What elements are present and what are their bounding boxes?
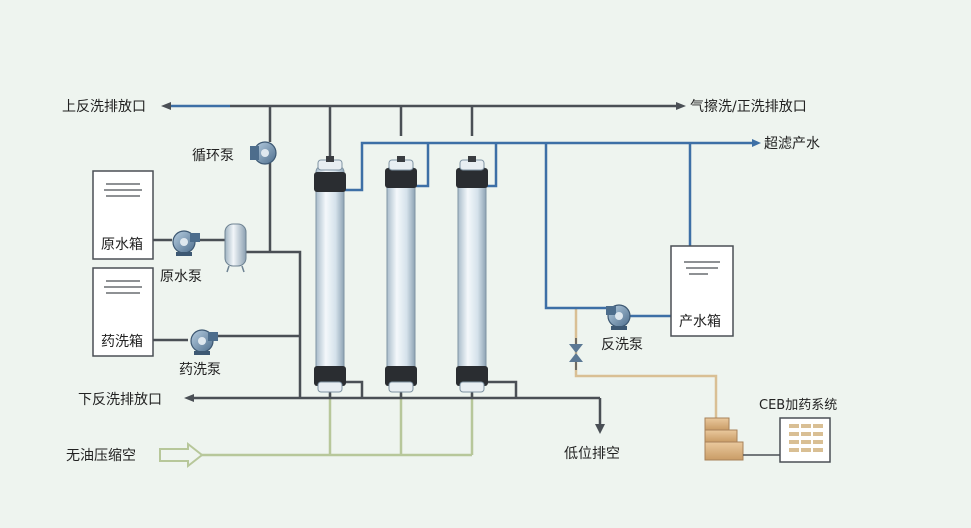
label-chemical-wash-tank: 药洗箱 [101,334,143,350]
uf-membrane-module-2 [385,156,417,393]
label-backwash-pump: 反洗泵 [601,337,643,353]
ceb-control-panel [779,417,831,463]
compressed-air-arrow [159,441,204,469]
raw-water-tank [92,170,154,260]
circulation-pump-icon [250,141,277,165]
label-raw-water-tank: 原水箱 [101,237,143,253]
label-low-point-drain: 低位排空 [564,446,620,462]
label-uf-product-water: 超滤产水 [764,136,820,152]
label-circulation-pump: 循环泵 [192,148,234,164]
label-product-water-tank: 产水箱 [679,314,721,330]
uf-membrane-module-3 [456,156,488,393]
label-upper-backwash-outlet: 上反洗排放口 [62,99,146,115]
label-raw-water-pump: 原水泵 [160,269,202,285]
uf-membrane-module-1 [314,156,346,393]
ceb-dosing-unit [704,417,744,461]
backwash-pump-icon [606,304,631,330]
label-ceb-dosing-system: CEB加药系统 [759,398,837,413]
air-scrub-arrow [676,102,686,110]
compressed-air-lines [200,394,474,457]
label-lower-backwash-outlet: 下反洗排放口 [78,392,162,408]
chemical-wash-pump-icon [190,329,218,355]
label-chemical-wash-pump: 药洗泵 [179,362,221,378]
raw-water-pump-icon [172,230,200,256]
label-air-scrub-outlet: 气擦洗/正洗排放口 [690,98,807,115]
upper-backwash-arrow [161,102,171,110]
lower-backwash-arrow [184,394,194,402]
dosing-valve-icon [569,338,583,370]
chemical-wash-tank [92,267,154,357]
product-water-tank [670,245,734,337]
prefilter-vessel [224,223,247,273]
low-drain-arrow [595,424,605,434]
process-pipes [152,104,680,425]
product-water-arrow [752,139,761,147]
label-compressed-air: 无油压缩空 [66,448,136,464]
